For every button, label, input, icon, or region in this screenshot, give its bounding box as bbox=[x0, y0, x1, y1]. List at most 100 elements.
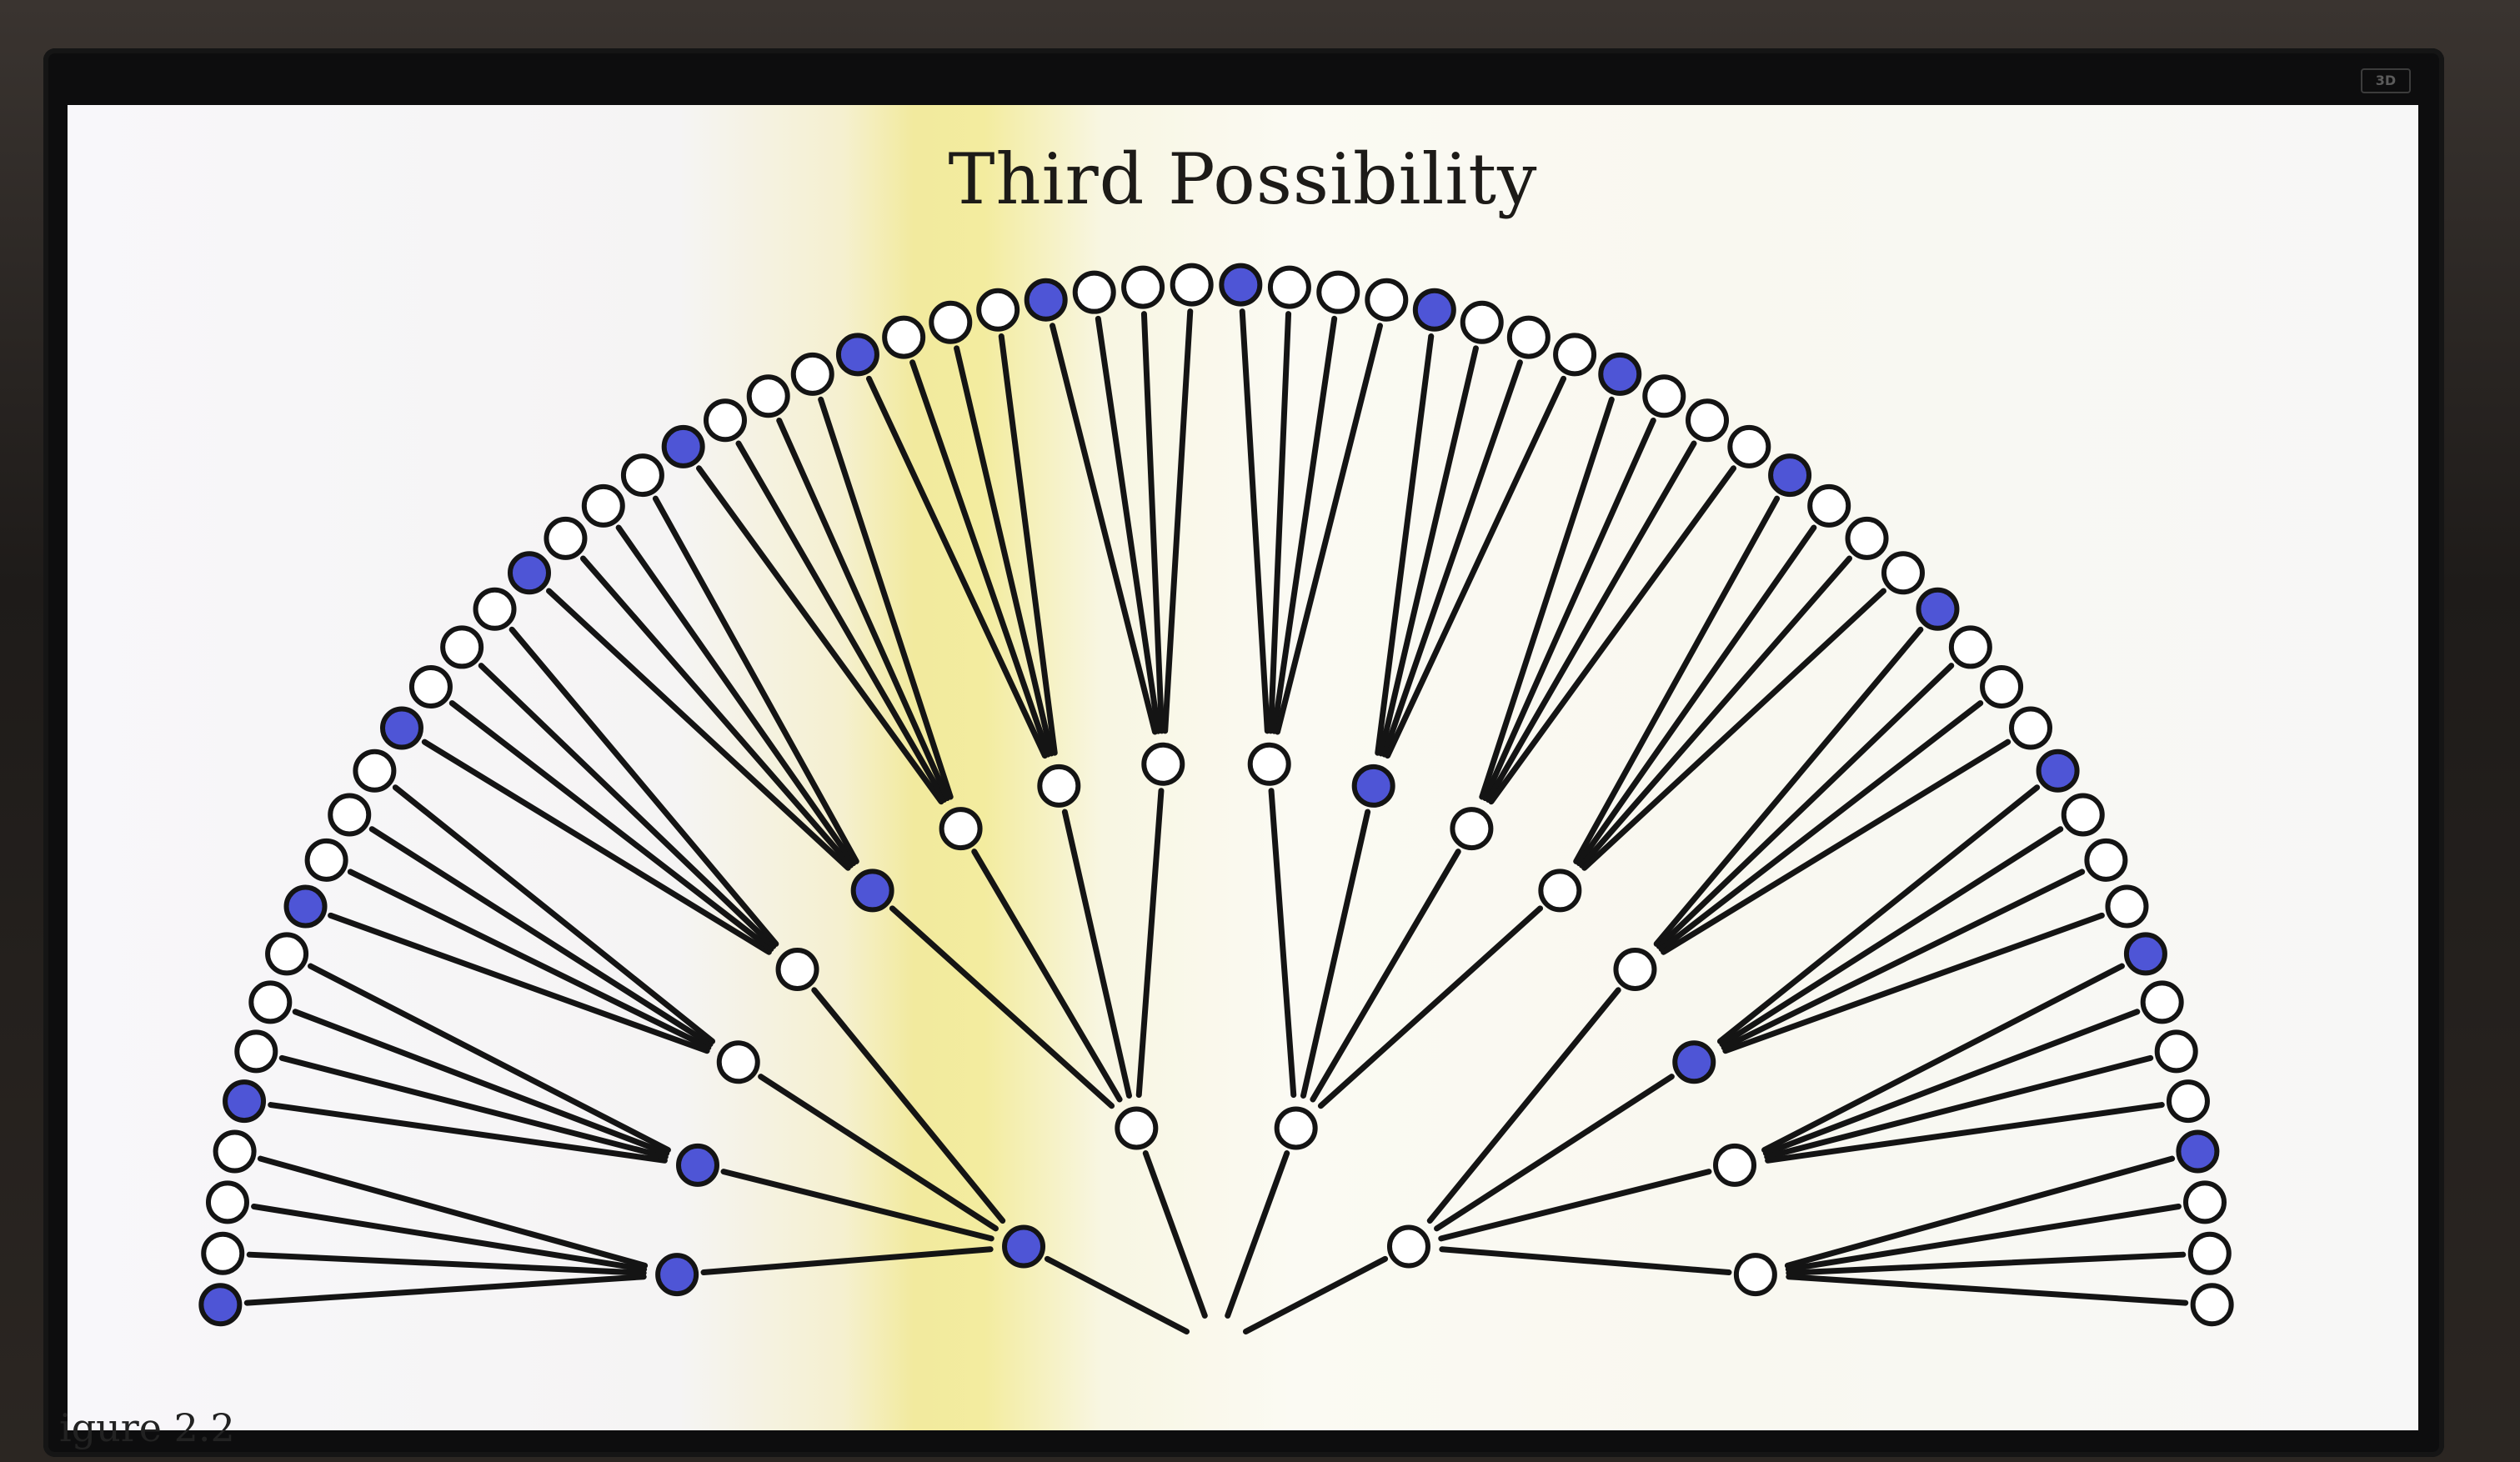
branch-line-level3 bbox=[1162, 308, 1194, 734]
leaf-node bbox=[703, 398, 747, 443]
slide-title: Third Possibility bbox=[948, 138, 1538, 220]
leaf-node bbox=[213, 1129, 257, 1174]
branch-line-level3 bbox=[1140, 311, 1165, 734]
branch-line-level3 bbox=[1378, 345, 1479, 757]
branch-line-level3 bbox=[1050, 323, 1159, 735]
branch-line-level3 bbox=[1661, 739, 2011, 955]
leaf-node bbox=[2140, 980, 2184, 1024]
branch-line-level2 bbox=[758, 1074, 999, 1232]
leaf-node bbox=[1686, 398, 1730, 443]
branch-line-level2 bbox=[700, 1246, 994, 1276]
level2-node bbox=[1450, 807, 1494, 851]
leaf-node bbox=[1553, 333, 1597, 377]
level2-node bbox=[1141, 742, 1185, 786]
level2-node bbox=[655, 1253, 699, 1297]
branch-line-level3 bbox=[865, 375, 1048, 759]
leaf-node bbox=[223, 1079, 267, 1124]
branch-line-level3 bbox=[243, 1274, 647, 1306]
branch-line-level2 bbox=[1310, 849, 1461, 1103]
branch-line-level2 bbox=[1268, 788, 1297, 1099]
branch-line-level3 bbox=[308, 963, 671, 1154]
branch-line-level3 bbox=[998, 333, 1058, 756]
leaf-node bbox=[661, 424, 705, 468]
branch-line-level3 bbox=[1762, 1009, 2141, 1157]
leaf-node bbox=[1316, 270, 1360, 314]
leaf-node bbox=[1412, 288, 1456, 332]
branch-line-level3 bbox=[1581, 588, 1887, 871]
level2-node bbox=[775, 948, 819, 992]
branch-line-level2 bbox=[889, 905, 1115, 1109]
leaf-node bbox=[2123, 932, 2167, 976]
branch-line-level3 bbox=[1375, 333, 1435, 756]
leaf-node bbox=[1365, 278, 1409, 322]
branch-line-level3 bbox=[1485, 440, 1697, 803]
leaf-node bbox=[440, 625, 484, 669]
branch-line-level3 bbox=[1784, 1155, 2176, 1269]
leaf-node bbox=[882, 315, 926, 359]
branch-line-level3 bbox=[1239, 308, 1270, 734]
leaf-node bbox=[379, 706, 423, 750]
level2-node bbox=[1351, 764, 1395, 808]
figure-caption: igure 2.2 bbox=[59, 1405, 235, 1450]
leaf-node bbox=[2190, 1283, 2234, 1327]
branch-line-level2 bbox=[1439, 1246, 1732, 1276]
branch-line-level3 bbox=[545, 588, 851, 871]
leaf-node bbox=[2154, 1029, 2198, 1074]
level1-node bbox=[1386, 1224, 1430, 1269]
branch-line-level2 bbox=[1317, 905, 1544, 1109]
branch-line-level3 bbox=[292, 1009, 670, 1157]
level2-node bbox=[1672, 1040, 1716, 1084]
branch-line-level3 bbox=[347, 869, 712, 1051]
leaf-node bbox=[353, 749, 397, 793]
branch-line-level2 bbox=[1426, 987, 1621, 1224]
branch-line-level3 bbox=[579, 555, 854, 869]
branch-line-level3 bbox=[1761, 963, 2125, 1154]
leaf-node bbox=[2183, 1180, 2227, 1224]
branch-line-level3 bbox=[328, 912, 710, 1054]
branch-line-level3 bbox=[1270, 315, 1338, 734]
leaf-node bbox=[304, 838, 348, 882]
branch-line-level1 bbox=[1242, 1255, 1389, 1335]
leaf-node bbox=[2061, 793, 2105, 837]
branch-line-level3 bbox=[278, 1054, 669, 1160]
branch-line-level3 bbox=[1786, 1251, 2187, 1276]
branch-line-level2 bbox=[1135, 788, 1165, 1099]
leaf-node bbox=[328, 793, 372, 837]
leaf-node bbox=[265, 932, 309, 976]
branch-line-level1 bbox=[1225, 1150, 1290, 1319]
branch-line-level3 bbox=[1482, 417, 1656, 802]
leaf-node bbox=[283, 884, 328, 929]
branch-line-level3 bbox=[1765, 1102, 2165, 1164]
branch-line-level3 bbox=[1658, 700, 1984, 953]
leaf-node bbox=[234, 1029, 278, 1074]
branch-line-level3 bbox=[1488, 465, 1737, 805]
leaf-node bbox=[835, 333, 879, 377]
branch-line-level3 bbox=[392, 784, 716, 1044]
branch-line-level3 bbox=[735, 440, 948, 803]
leaf-node bbox=[929, 300, 973, 344]
branch-line-level3 bbox=[1785, 1203, 2182, 1273]
branch-line-level3 bbox=[1653, 626, 1924, 947]
branch-line-level3 bbox=[954, 345, 1055, 757]
leaf-node bbox=[1807, 483, 1851, 528]
branch-line-level3 bbox=[818, 396, 954, 800]
branch-line-level3 bbox=[695, 465, 944, 805]
leaf-node bbox=[2105, 884, 2149, 929]
level2-node bbox=[1713, 1143, 1757, 1187]
level2-node bbox=[1247, 742, 1291, 786]
branch-line-level3 bbox=[1721, 869, 2086, 1051]
branch-line-level2 bbox=[1061, 809, 1132, 1099]
leaf-node bbox=[2187, 1231, 2232, 1275]
leaf-node bbox=[2176, 1129, 2220, 1174]
branch-line-level3 bbox=[909, 359, 1051, 758]
leaf-node bbox=[1727, 424, 1771, 468]
leaf-node bbox=[1642, 374, 1686, 418]
branch-line-level2 bbox=[1300, 809, 1371, 1099]
branch-line-level3 bbox=[509, 626, 779, 947]
leaf-node bbox=[746, 374, 790, 418]
branch-line-level3 bbox=[1385, 375, 1567, 759]
branch-line-level3 bbox=[1656, 663, 1955, 949]
level2-node bbox=[675, 1143, 719, 1187]
leaf-node bbox=[2036, 749, 2080, 793]
leaf-node bbox=[1948, 625, 1992, 669]
